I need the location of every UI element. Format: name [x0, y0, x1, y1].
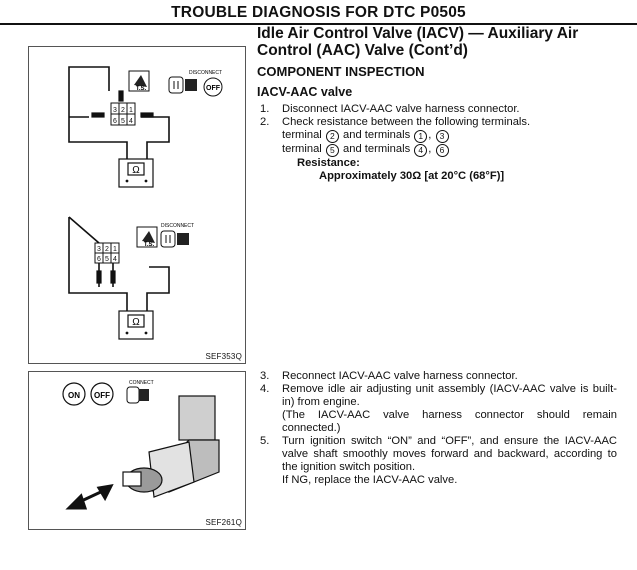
figure-valve-operation: ON OFF CONNECT SEF261Q: [28, 371, 246, 530]
valve-heading: IACV-AAC valve: [257, 85, 353, 99]
connect-icon: [126, 386, 149, 404]
step-item: 2. Check resistance between the followin…: [257, 116, 617, 129]
section-title: Idle Air Control Valve (IACV) — Auxiliar…: [257, 25, 579, 59]
ohm-symbol: Ω: [132, 165, 140, 176]
step-item: 1. Disconnect IACV-AAC valve harness con…: [257, 103, 617, 116]
page-title: TROUBLE DIAGNOSIS FOR DTC P0505: [171, 4, 466, 21]
terminal-number: 4: [414, 144, 428, 157]
header-rule: [0, 23, 637, 25]
step-text: Turn ignition switch “ON” and “OFF”, and…: [282, 435, 617, 473]
step-item: 4. Remove idle air adjusting unit assemb…: [257, 383, 617, 435]
disconnect-icon: [168, 76, 197, 94]
ohm-symbol: Ω: [132, 317, 140, 328]
svg-text:OFF: OFF: [206, 85, 221, 92]
pin-label: 6: [113, 118, 117, 125]
step-number: 4.: [260, 383, 270, 395]
terminal-number: 5: [325, 144, 339, 157]
terminal-number: 2: [325, 130, 339, 143]
terminal-line-2: terminal 5 and terminals 4, 6: [257, 143, 617, 157]
pin-label: 4: [129, 118, 133, 125]
step-note: If NG, replace the IACV-AAC valve.: [282, 474, 458, 486]
terminal-line-1: terminal 2 and terminals 1, 3: [257, 129, 617, 143]
pin-label: 3: [113, 107, 117, 114]
pin-label: 5: [105, 256, 109, 263]
valve-diagram: ON OFF CONNECT: [62, 380, 220, 510]
step-number: 2.: [260, 116, 270, 128]
resistance-value: Approximately 30Ω [at 20°C (68°F)]: [319, 170, 505, 182]
off-icon: OFF: [203, 77, 223, 97]
figure-label: SEF353Q: [205, 352, 242, 361]
connect-label: CONNECT: [129, 380, 154, 386]
step-text: Reconnect IACV-AAC valve harness connect…: [282, 370, 518, 382]
terminal-number: 1: [414, 130, 428, 143]
steps-top: 1. Disconnect IACV-AAC valve harness con…: [257, 103, 617, 183]
disconnect-label: DISCONNECT: [161, 223, 194, 229]
pin-label: 2: [105, 246, 109, 253]
pin-label: 4: [113, 256, 117, 263]
svg-text:OFF: OFF: [94, 391, 110, 400]
step-item: 5. Turn ignition switch “ON” and “OFF”, …: [257, 435, 617, 487]
step-number: 3.: [260, 370, 270, 382]
ts-icon: T.S.: [128, 70, 150, 92]
disconnect-label: DISCONNECT: [189, 70, 222, 76]
svg-text:T.S.: T.S.: [144, 242, 155, 248]
step-text: Check resistance between the following t…: [282, 116, 531, 128]
step-item: 3. Reconnect IACV-AAC valve harness conn…: [257, 370, 617, 383]
pin-label: 3: [97, 246, 101, 253]
step-note: (The IACV-AAC valve harness connector sh…: [282, 409, 617, 434]
pin-label: 6: [97, 256, 101, 263]
terminal-number: 6: [435, 144, 449, 157]
svg-text:T.S.: T.S.: [136, 86, 147, 92]
step-number: 1.: [260, 103, 270, 115]
step-text: Disconnect IACV-AAC valve harness connec…: [282, 103, 520, 115]
step-number: 5.: [260, 435, 270, 447]
svg-text:ON: ON: [68, 391, 80, 400]
resistance-diagram: 3 2 1 6 5 4 Ω T.S. DISCONNECT: [68, 66, 223, 340]
pin-label: 5: [121, 118, 125, 125]
disconnect-icon: [160, 230, 189, 248]
pin-label: 2: [121, 107, 125, 114]
on-icon: ON: [62, 382, 86, 406]
component-inspection-heading: COMPONENT INSPECTION: [257, 64, 425, 79]
steps-bottom: 3. Reconnect IACV-AAC valve harness conn…: [257, 370, 617, 487]
pin-label: 1: [113, 246, 117, 253]
pin-label: 1: [129, 107, 133, 114]
figure-label: SEF261Q: [205, 518, 242, 527]
off-icon: OFF: [90, 382, 114, 406]
figure-resistance-check: 3 2 1 6 5 4 Ω T.S. DISCONNECT: [28, 46, 246, 364]
resistance-label: Resistance:: [297, 157, 360, 169]
terminal-number: 3: [435, 130, 449, 143]
step-text: Remove idle air adjusting unit assembly …: [282, 383, 617, 408]
page-header: TROUBLE DIAGNOSIS FOR DTC P0505: [0, 0, 637, 26]
ts-icon: T.S.: [136, 226, 158, 248]
